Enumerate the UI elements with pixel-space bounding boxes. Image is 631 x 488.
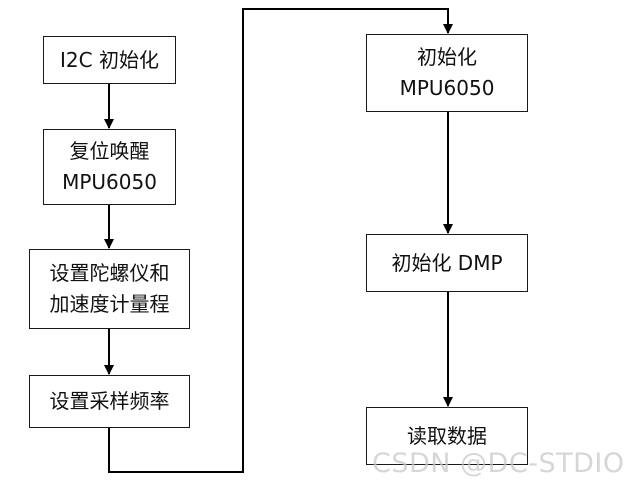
node-reset-wakeup: 复位唤醒 MPU6050 [43, 129, 176, 205]
node-label: 设置陀螺仪和 [49, 261, 170, 285]
node-label: MPU6050 [62, 170, 157, 194]
node-label: 复位唤醒 [69, 139, 150, 163]
node-label: 设置采样频率 [49, 389, 170, 413]
node-label: 初始化 [417, 45, 477, 69]
arrow-rate-to-init-mpu [108, 8, 453, 473]
node-label: 读取数据 [407, 423, 487, 448]
node-read-data: 读取数据 [366, 407, 528, 465]
node-init-dmp: 初始化 DMP [366, 234, 528, 292]
watermark-text: CSDN @DC-STDIO [372, 448, 625, 479]
node-label: 加速度计量程 [49, 292, 170, 316]
node-label: I2C 初始化 [60, 47, 159, 72]
node-init-mpu: 初始化 MPU6050 [366, 34, 528, 112]
node-i2c-init: I2C 初始化 [43, 36, 176, 84]
node-set-sample-rate: 设置采样频率 [29, 375, 190, 428]
node-label: 初始化 DMP [391, 250, 503, 275]
node-label: MPU6050 [399, 76, 495, 100]
node-set-ranges: 设置陀螺仪和 加速度计量程 [29, 249, 190, 329]
